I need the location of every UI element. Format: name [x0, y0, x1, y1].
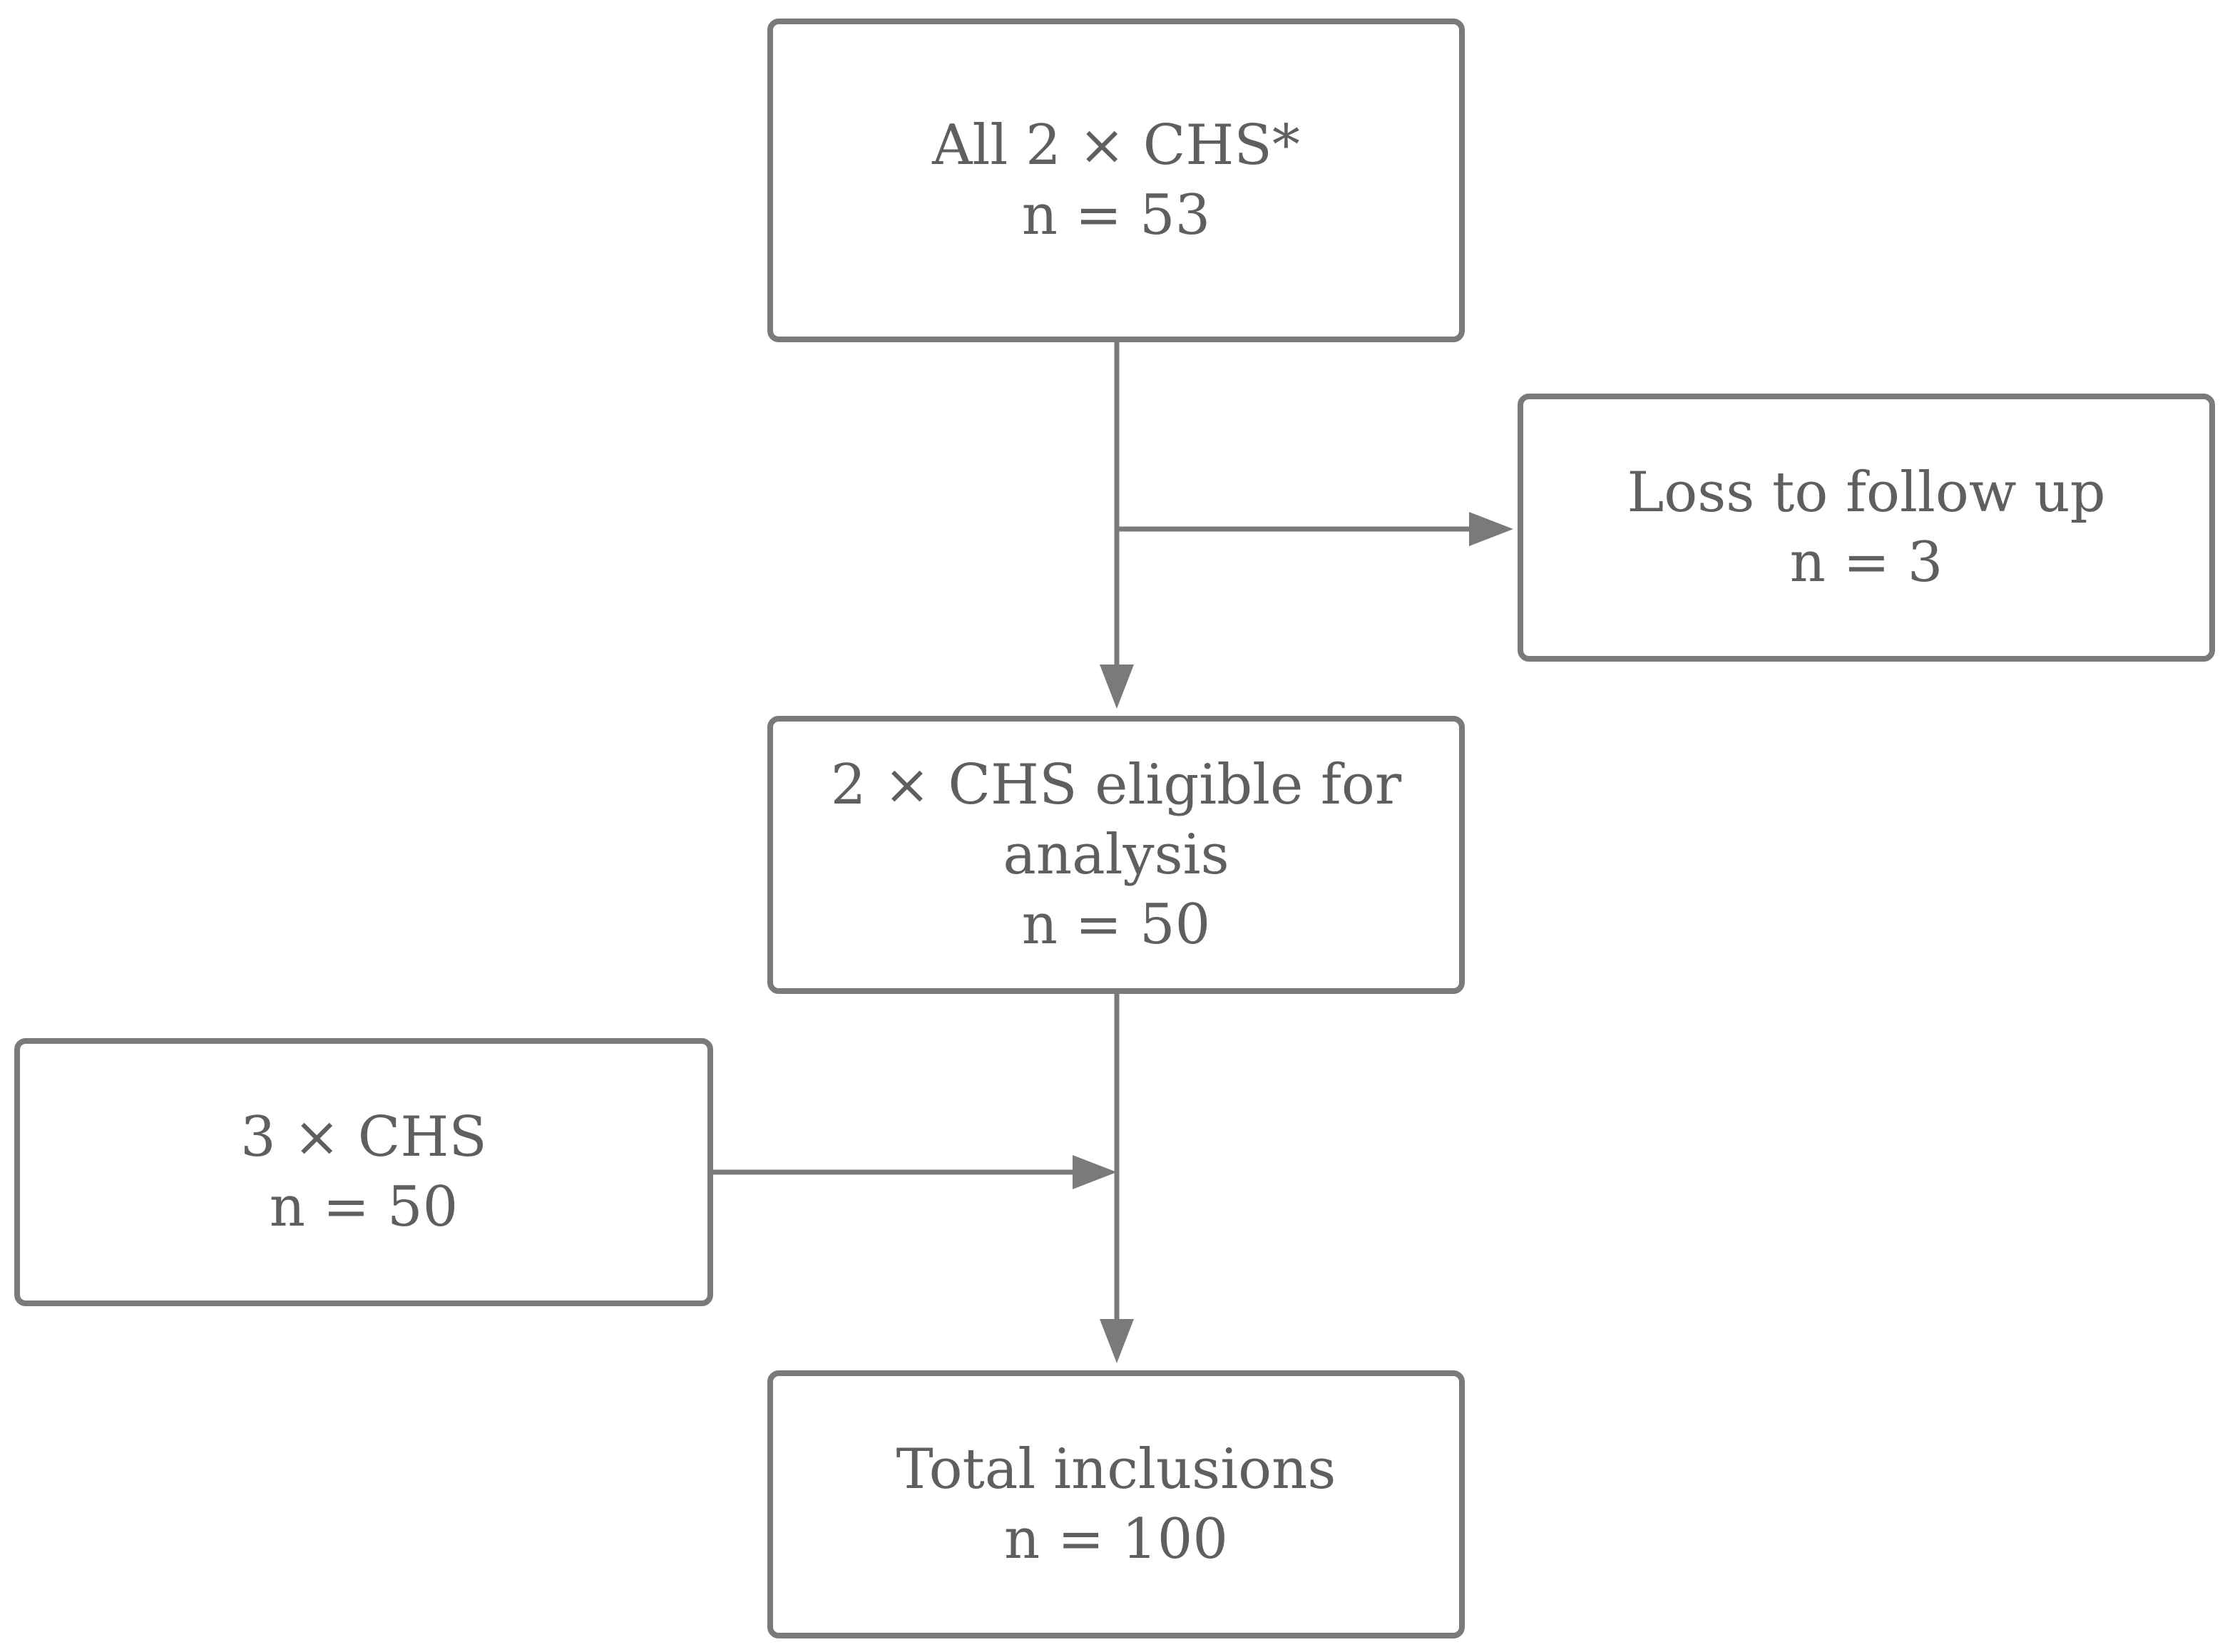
box-eligible-label-line2: analysis — [1003, 823, 1229, 887]
box-loss-to-follow-up: Loss to follow up n = 3 — [1518, 394, 2215, 662]
box-3chs: 3 × CHS n = 50 — [14, 1038, 713, 1306]
box-3chs-label: 3 × CHS — [240, 1105, 487, 1169]
box-all-2chs: All 2 × CHS* n = 53 — [767, 19, 1465, 342]
box-all-2chs-count: n = 53 — [1021, 183, 1211, 247]
box-eligible-count: n = 50 — [1021, 893, 1211, 957]
box-3chs-count: n = 50 — [269, 1175, 459, 1239]
box-loss-label: Loss to follow up — [1627, 461, 2106, 525]
box-total-inclusions: Total inclusions n = 100 — [767, 1370, 1465, 1638]
box-total-count: n = 100 — [1003, 1507, 1229, 1571]
arrowhead-into-loss — [1469, 512, 1513, 546]
arrowhead-into-total — [1100, 1319, 1134, 1363]
arrowhead-into-eligible — [1100, 665, 1134, 709]
box-total-label: Total inclusions — [896, 1437, 1336, 1502]
box-eligible-label-line1: 2 × CHS eligible for — [830, 753, 1402, 817]
arrowhead-into-main-line — [1073, 1155, 1117, 1189]
box-all-2chs-label: All 2 × CHS* — [932, 113, 1300, 178]
box-loss-count: n = 3 — [1789, 530, 1943, 595]
box-eligible-for-analysis: 2 × CHS eligible for analysis n = 50 — [767, 716, 1465, 994]
